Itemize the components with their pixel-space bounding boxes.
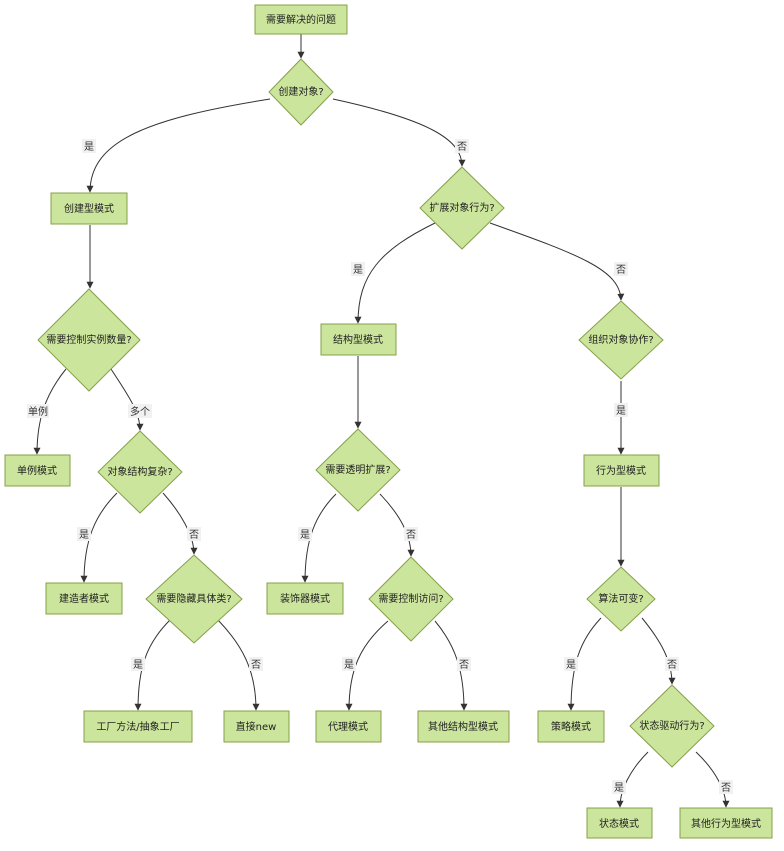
svg-text:行为型模式: 行为型模式	[596, 464, 646, 477]
node-q-hide-class: 需要隐藏具体类?	[145, 554, 243, 644]
label-no-hide: 否	[189, 529, 199, 541]
label-no-other-structural: 否	[459, 659, 469, 671]
node-start: 需要解决的问题	[254, 4, 348, 35]
svg-text:需要隐藏具体类?: 需要隐藏具体类?	[156, 592, 231, 605]
edge-algorithm-state	[641, 617, 676, 685]
node-proxy: 代理模式	[315, 710, 382, 743]
node-other-structural: 其他结构型模式	[417, 710, 510, 743]
node-singleton: 单例模式	[4, 454, 71, 487]
svg-text:状态驱动行为?: 状态驱动行为?	[639, 719, 704, 732]
svg-text:组织对象协作?: 组织对象协作?	[588, 333, 653, 346]
node-q-transparent: 需要透明扩展?	[315, 428, 401, 512]
svg-text:结构型模式: 结构型模式	[333, 333, 383, 346]
node-behavioral: 行为型模式	[583, 454, 660, 487]
node-direct-new: 直接new	[223, 710, 290, 743]
node-q-algorithm: 算法可变?	[586, 566, 656, 632]
label-yes-builder: 是	[79, 529, 89, 541]
nodes: 需要解决的问题 创建对象? 创建型模式 需要控制实例数量? 单例模式 对象结构复…	[4, 4, 773, 839]
label-no-extend: 否	[457, 141, 467, 153]
node-q-state: 状态驱动行为?	[629, 684, 715, 768]
node-q-collab: 组织对象协作?	[578, 300, 664, 380]
svg-text:需要透明扩展?: 需要透明扩展?	[325, 463, 390, 476]
edge-create-extend	[332, 98, 466, 167]
label-yes-state-pattern: 是	[614, 782, 624, 794]
svg-text:装饰器模式: 装饰器模式	[280, 592, 330, 605]
node-q-create: 创建对象?	[268, 58, 334, 126]
edge-complex-builder	[80, 492, 118, 583]
node-structural: 结构型模式	[320, 323, 397, 356]
edge-transparent-decorator	[301, 493, 337, 583]
label-yes-factory: 是	[133, 659, 143, 671]
edge-complex-hide	[162, 492, 198, 555]
label-no-collab: 否	[616, 264, 626, 276]
svg-text:其他行为型模式: 其他行为型模式	[691, 817, 761, 830]
svg-text:其他结构型模式: 其他结构型模式	[428, 720, 498, 733]
svg-text:需要控制访问?: 需要控制访问?	[378, 592, 443, 605]
svg-text:扩展对象行为?: 扩展对象行为?	[429, 201, 494, 214]
svg-text:建造者模式: 建造者模式	[59, 592, 109, 605]
node-q-instance-count: 需要控制实例数量?	[37, 288, 141, 392]
label-yes-decorator: 是	[300, 529, 310, 541]
label-yes-behavioral: 是	[616, 405, 626, 417]
label-yes-strategy: 是	[566, 659, 576, 671]
svg-text:需要解决的问题: 需要解决的问题	[266, 13, 336, 26]
svg-text:代理模式: 代理模式	[328, 720, 368, 733]
node-state-pattern: 状态模式	[586, 807, 653, 839]
svg-text:算法可变?: 算法可变?	[598, 592, 643, 605]
svg-text:对象结构复杂?: 对象结构复杂?	[107, 465, 172, 478]
node-q-extend: 扩展对象行为?	[419, 166, 505, 250]
edge-state-statepattern	[616, 751, 649, 808]
node-q-complex: 对象结构复杂?	[97, 430, 183, 514]
svg-text:单例模式: 单例模式	[17, 464, 57, 477]
edge-algorithm-strategy	[567, 617, 602, 711]
svg-text:创建对象?: 创建对象?	[278, 85, 323, 98]
edges	[33, 34, 730, 808]
node-q-access: 需要控制访问?	[368, 556, 454, 642]
node-creational: 创建型模式	[50, 192, 128, 225]
svg-text:工厂方法/抽象工厂: 工厂方法/抽象工厂	[96, 720, 179, 733]
node-strategy: 策略模式	[537, 710, 605, 743]
label-no-other-behavioral: 否	[721, 782, 731, 794]
label-yes-creational: 是	[84, 141, 94, 153]
edge-transparent-access	[379, 493, 415, 557]
edge-state-other-behavioral	[695, 751, 730, 808]
node-factory: 工厂方法/抽象工厂	[83, 710, 193, 743]
svg-text:状态模式: 状态模式	[599, 817, 639, 830]
svg-text:创建型模式: 创建型模式	[64, 202, 114, 215]
edge-labels: 是 否 单例 多个 是 否 是 否 是 否 是 否 是 否 是 是 否	[27, 139, 733, 794]
label-no-direct: 否	[251, 659, 261, 671]
svg-text:需要控制实例数量?: 需要控制实例数量?	[46, 333, 131, 346]
edge-instance-complex	[110, 368, 144, 431]
node-decorator: 装饰器模式	[266, 582, 344, 615]
label-no-access: 否	[406, 529, 416, 541]
label-yes-proxy: 是	[344, 659, 354, 671]
node-builder: 建造者模式	[45, 582, 123, 615]
label-yes-structural: 是	[353, 264, 363, 276]
edge-access-proxy	[345, 620, 389, 711]
label-multiple: 多个	[130, 405, 150, 418]
svg-text:直接new: 直接new	[236, 720, 277, 733]
edge-hide-direct	[217, 619, 260, 711]
edge-extend-collab	[489, 222, 625, 301]
label-no-state: 否	[667, 659, 677, 671]
edge-extend-structural	[354, 222, 436, 324]
label-single: 单例	[28, 405, 48, 418]
node-other-behavioral: 其他行为型模式	[679, 807, 773, 839]
svg-text:策略模式: 策略模式	[551, 720, 591, 733]
edge-create-creational	[86, 98, 271, 193]
